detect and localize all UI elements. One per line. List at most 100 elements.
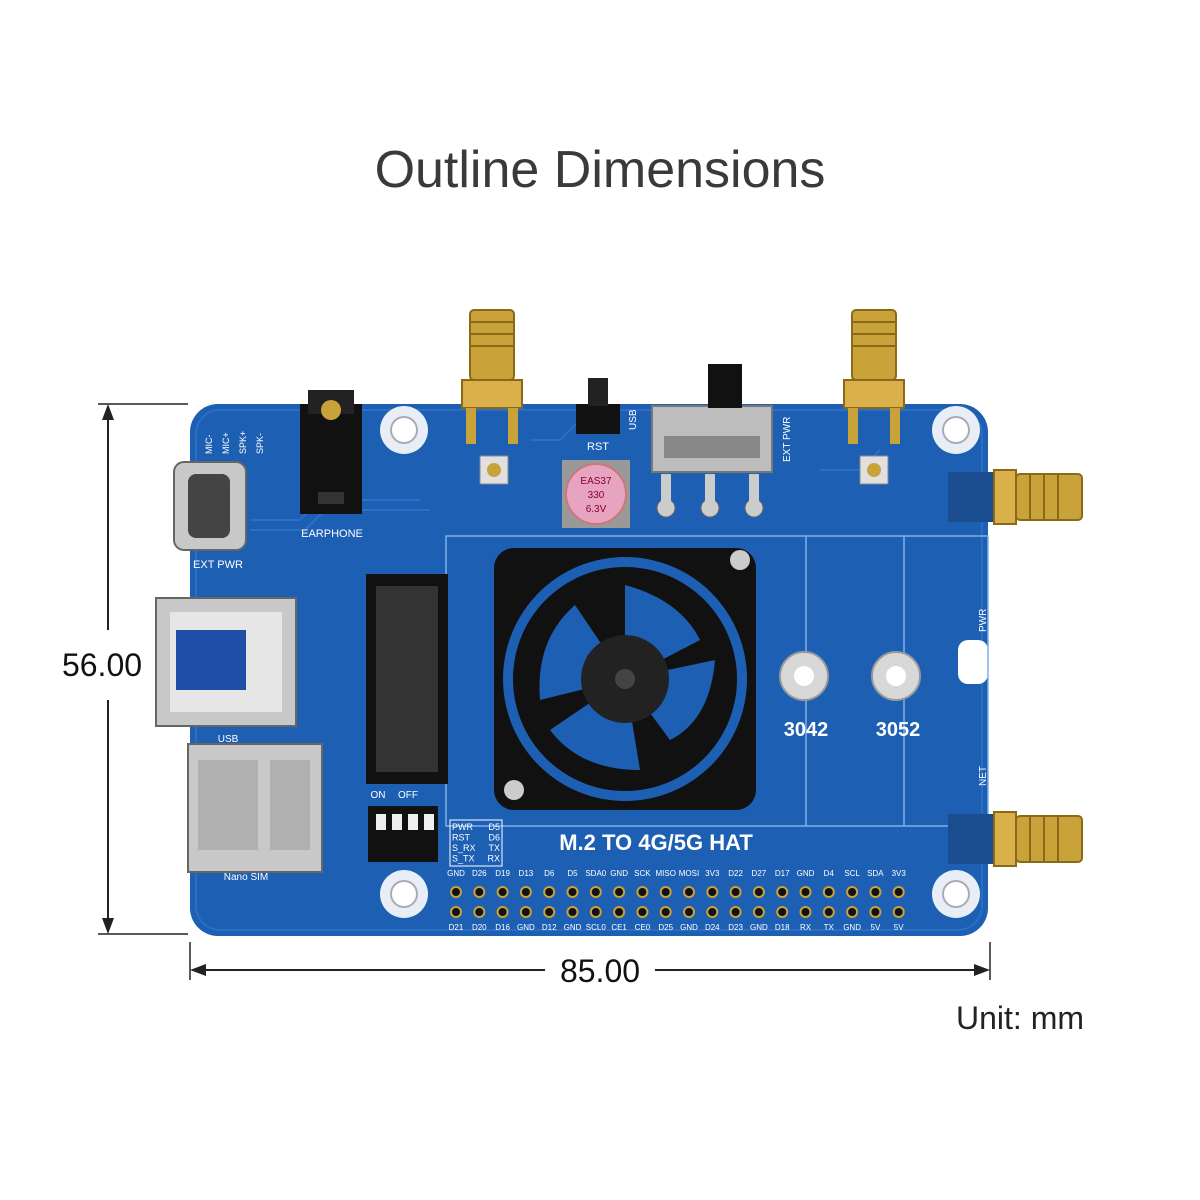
gpio-pin	[473, 906, 486, 918]
capacitor: EAS37 330 6.3V	[562, 460, 630, 528]
width-value: 85.00	[560, 953, 640, 989]
usb-top-label: USB	[628, 409, 639, 430]
gpio-pin-label: TX	[824, 923, 835, 932]
gpio-pin-label: D12	[542, 923, 557, 932]
gpio-pin	[683, 906, 695, 918]
gpio-pin-label: 3V3	[705, 869, 720, 878]
gpio-pin	[869, 886, 882, 898]
led-table-cell: D5	[488, 822, 500, 832]
gpio-pin	[450, 906, 462, 918]
gpio-pin	[543, 886, 556, 898]
spk-plus-label: SPK+	[238, 431, 248, 454]
gpio-pin	[822, 906, 835, 918]
pwr-led-label: PWR	[978, 609, 989, 632]
gpio-pin	[636, 886, 649, 898]
power-switch	[651, 364, 773, 518]
gpio-pin-label: SDA	[867, 869, 884, 878]
led-table-cell: S_TX	[452, 854, 475, 864]
mic-plus-label: MIC+	[221, 432, 231, 454]
gpio-pin-label: D4	[824, 869, 835, 878]
gpio-pin	[799, 886, 812, 898]
gpio-pin-label: 5V	[871, 923, 881, 932]
gpio-pin	[869, 906, 882, 918]
earphone-label: EARPHONE	[301, 528, 363, 540]
gpio-pin-label: GND	[517, 923, 535, 932]
gpio-pin-label: D21	[449, 923, 464, 932]
spk-minus-label: SPK-	[255, 433, 265, 454]
sma-antenna-connector	[948, 469, 1083, 525]
gpio-pin	[752, 886, 765, 898]
mounting-hole	[380, 406, 428, 454]
gpio-pin	[822, 886, 835, 898]
gpio-pin-label: MOSI	[679, 869, 699, 878]
gpio-pin-label: RX	[800, 923, 812, 932]
usb-left-label: USB	[218, 734, 239, 745]
page-title: Outline Dimensions	[374, 141, 826, 199]
led-table-cell: TX	[488, 843, 500, 853]
cap-label: 330	[588, 490, 605, 501]
slot-label-3052: 3052	[876, 719, 921, 741]
gpio-pin-label: SCK	[634, 869, 651, 878]
ext-pwr-left-label: EXT PWR	[193, 559, 243, 571]
gpio-pin	[659, 886, 672, 898]
board-name: M.2 TO 4G/5G HAT	[559, 830, 753, 855]
gpio-pin-label: CE0	[635, 923, 651, 932]
ufl-connector	[859, 455, 889, 485]
cooling-fan	[494, 548, 756, 810]
slot-label-3042: 3042	[784, 719, 829, 741]
gpio-pin	[519, 886, 532, 898]
gpio-pin	[752, 906, 765, 918]
gpio-pin-label: MISO	[655, 869, 675, 878]
gpio-pin-label: D27	[752, 869, 767, 878]
gpio-pin	[496, 886, 509, 898]
led-table-cell: RX	[487, 854, 500, 864]
gpio-pin	[892, 886, 905, 898]
m2-standoff	[871, 651, 921, 701]
gpio-pin	[846, 886, 859, 898]
off-label: OFF	[398, 790, 418, 801]
gpio-pin	[589, 906, 602, 918]
dip-switch	[368, 806, 438, 862]
gpio-pin	[729, 906, 742, 918]
sma-antenna-connector	[948, 811, 1083, 867]
gpio-pin-label: GND	[750, 923, 768, 932]
gpio-pin	[566, 906, 579, 918]
gpio-pin	[519, 906, 532, 918]
led-table-cell: S_RX	[452, 843, 476, 853]
gpio-pin	[683, 886, 695, 898]
gpio-pin-label: D23	[728, 923, 743, 932]
gpio-pin-label: CE1	[611, 923, 627, 932]
gpio-pin-label: 5V	[894, 923, 904, 932]
gpio-pin	[799, 906, 812, 918]
height-value: 56.00	[62, 647, 142, 683]
gpio-pin-label: SDA0	[585, 869, 606, 878]
gpio-pin-label: D19	[495, 869, 510, 878]
gpio-pin-label: GND	[843, 923, 861, 932]
gpio-pin	[659, 906, 672, 918]
gpio-pin-label: GND	[680, 923, 698, 932]
gpio-pin-label: SCL0	[586, 923, 607, 932]
gpio-pin	[496, 906, 509, 918]
gpio-pin	[566, 886, 579, 898]
earphone-jack	[300, 390, 362, 514]
gpio-pin-label: GND	[797, 869, 815, 878]
cap-label: EAS37	[580, 476, 612, 487]
gpio-pin-label: D5	[567, 869, 578, 878]
gpio-pin	[776, 906, 789, 918]
gpio-pin-label: D22	[728, 869, 743, 878]
nano-sim-slot	[187, 743, 323, 873]
usb-c-port	[173, 461, 247, 551]
gpio-pin	[613, 906, 626, 918]
gpio-pin-label: D26	[472, 869, 487, 878]
cap-label: 6.3V	[586, 504, 607, 515]
gpio-pin	[589, 886, 602, 898]
gpio-pin	[473, 886, 486, 898]
gpio-pin-label: D20	[472, 923, 487, 932]
ufl-connector	[479, 455, 509, 485]
m2-standoff	[779, 651, 829, 701]
sma-antenna-connector	[843, 309, 905, 444]
gpio-pin-label: 3V3	[892, 869, 907, 878]
